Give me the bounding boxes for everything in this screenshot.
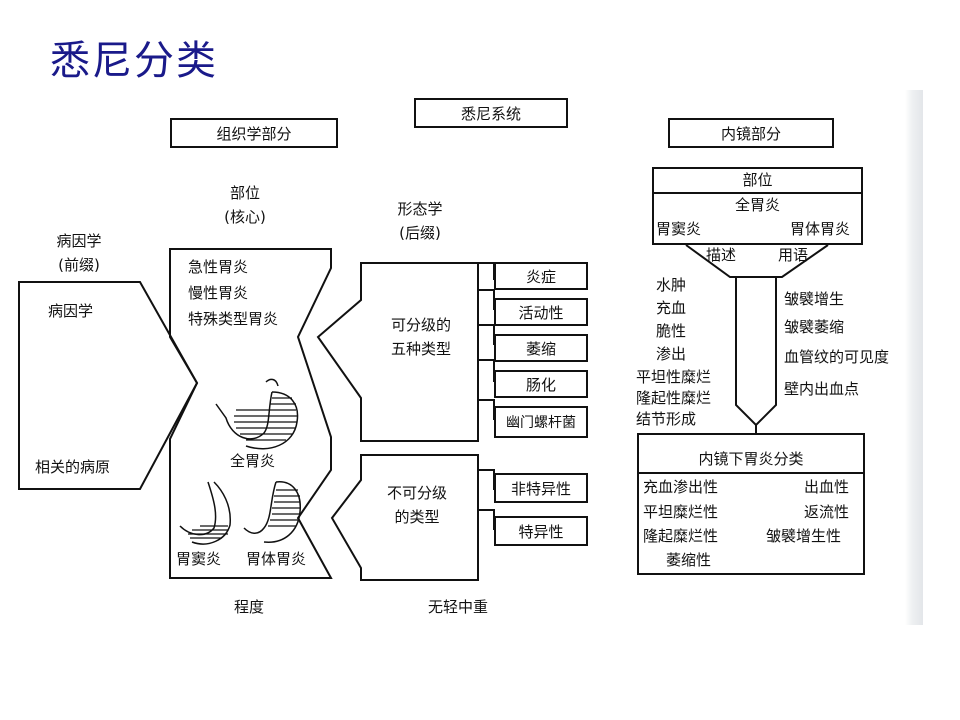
- pan-gastritis-sketch: [215, 378, 299, 450]
- etiology-title: 病因学: [56, 232, 102, 250]
- graded-label: 可分级的: [390, 316, 451, 334]
- endoscopy-term: 皱襞增生: [784, 290, 845, 308]
- endoscopy-site-box: [652, 167, 863, 245]
- endoscopic-classification-box: [637, 433, 865, 575]
- corpus-gastritis-label: 胃体胃炎: [246, 550, 307, 568]
- describe-label: 描述: [706, 246, 737, 264]
- endoscopy-term: 水肿: [656, 276, 687, 294]
- topography-item: 急性胃炎: [188, 258, 249, 276]
- ungraded-variable-box: 特异性: [494, 516, 588, 546]
- endoscopic-category: 出血性: [804, 478, 850, 496]
- etiology-chevron: [18, 281, 199, 490]
- endoscopy-arrow: [735, 277, 777, 427]
- endoscopic-classification-divider: [637, 472, 865, 474]
- slide-title: 悉尼分类: [50, 38, 218, 84]
- endoscopic-category: 充血渗出性: [643, 478, 719, 496]
- topography-shape: [169, 248, 333, 579]
- endoscopy-site-title: 部位: [742, 171, 773, 189]
- graded-label: 五种类型: [390, 340, 451, 358]
- endoscopy-term: 脆性: [656, 322, 687, 340]
- endoscopic-category: 平坦糜烂性: [643, 503, 719, 521]
- endoscopy-term: 皱襞萎缩: [784, 318, 845, 336]
- endoscopy-term: 渗出: [656, 345, 687, 363]
- scan-edge-shadow: [905, 90, 923, 625]
- endoscopic-category: 皱襞增生性: [766, 527, 842, 545]
- topography-item: 特殊类型胃炎: [188, 310, 279, 328]
- graded-variable-box: 幽门螺杆菌: [494, 406, 588, 438]
- endoscopy-term: 壁内出血点: [784, 380, 860, 398]
- endoscopy-term: 充血: [656, 299, 687, 317]
- endoscopy-site-pan: 全胃炎: [734, 196, 780, 214]
- terms-label: 用语: [778, 246, 809, 264]
- endoscopy-term: 血管纹的可见度: [784, 348, 890, 366]
- graded-morphology-shape: [316, 262, 479, 442]
- sydney-system-header: 悉尼系统: [414, 98, 568, 128]
- pan-gastritis-label: 全胃炎: [230, 452, 276, 470]
- graded-variable-box: 炎症: [494, 262, 588, 290]
- endoscopy-site-antrum: 胃窦炎: [656, 220, 702, 238]
- endoscopic-category: 隆起糜烂性: [643, 527, 719, 545]
- topography-item: 慢性胃炎: [188, 284, 249, 302]
- ungraded-variable-box: 非特异性: [494, 473, 588, 503]
- histology-header: 组织学部分: [170, 118, 338, 148]
- graded-variable-box: 肠化: [494, 370, 588, 398]
- endoscopic-classification-title: 内镜下胃炎分类: [698, 450, 804, 468]
- antrum-gastritis-label: 胃窦炎: [176, 550, 222, 568]
- endoscopic-category: 萎缩性: [666, 551, 712, 569]
- severity-label: 程度: [234, 598, 265, 616]
- endoscopy-funnel: [685, 244, 829, 278]
- endoscopy-term: 隆起性糜烂: [636, 389, 712, 407]
- antrum-gastritis-sketch: [179, 481, 231, 545]
- ungraded-label: 不可分级: [386, 484, 447, 502]
- etiology-subtitle: (前缀): [58, 256, 100, 274]
- morphology-title: 形态学: [397, 200, 443, 218]
- graded-variable-box: 活动性: [494, 298, 588, 326]
- endoscopy-header: 内镜部分: [668, 118, 834, 148]
- topography-subtitle: (核心): [224, 208, 266, 226]
- corpus-gastritis-sketch: [243, 481, 301, 543]
- morphology-subtitle: (后缀): [399, 224, 441, 242]
- endoscopy-site-divider: [652, 192, 863, 194]
- ungraded-label: 的类型: [394, 508, 440, 526]
- endoscopy-site-corpus: 胃体胃炎: [790, 220, 851, 238]
- ungraded-morphology-shape: [330, 454, 479, 581]
- endoscopic-category: 返流性: [804, 503, 850, 521]
- endoscopy-term: 结节形成: [636, 410, 697, 428]
- graded-variable-box: 萎缩: [494, 334, 588, 362]
- etiology-box-bottom: 相关的病原: [35, 458, 111, 476]
- grades-label: 无轻中重: [428, 598, 489, 616]
- topography-title: 部位: [229, 184, 260, 202]
- endoscopy-term: 平坦性糜烂: [636, 368, 712, 386]
- etiology-box-top: 病因学: [48, 302, 94, 320]
